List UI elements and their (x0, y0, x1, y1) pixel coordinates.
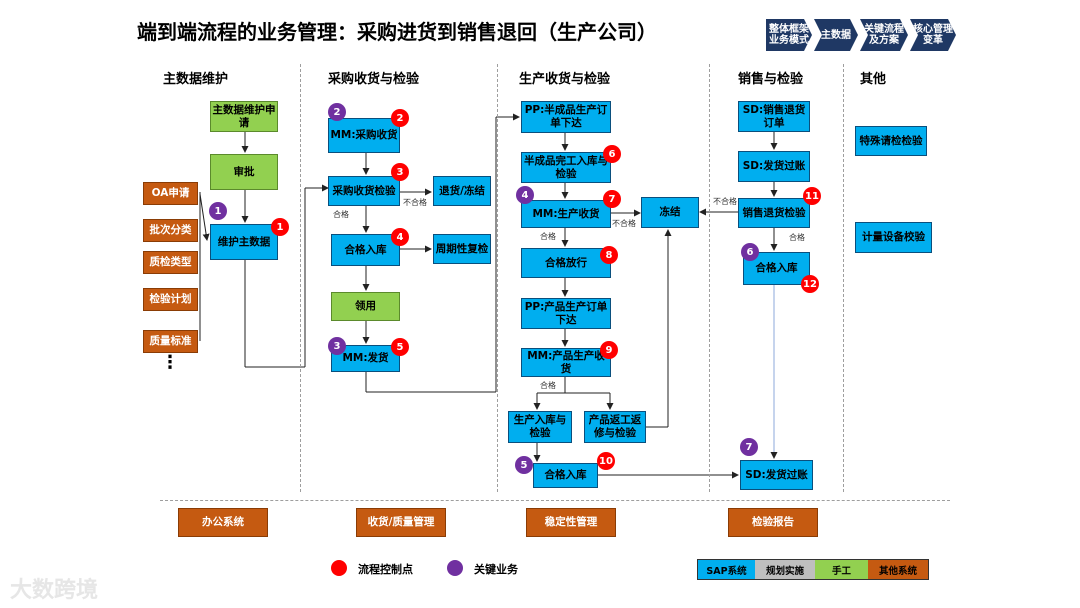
sd-goods-issue-box-2[interactable]: SD:发货过账 (740, 460, 813, 490)
control-point-badge-2: 2 (391, 109, 409, 127)
sales-return-inspection-box[interactable]: 销售退货检验 (738, 198, 810, 228)
control-point-badge-12: 12 (801, 275, 819, 293)
periodic-recheck-box[interactable]: 周期性复检 (433, 234, 491, 264)
legend-sap: SAP系统 (698, 560, 755, 579)
material-issue-box[interactable]: 领用 (331, 292, 400, 321)
system-legend-bar: SAP系统 规划实施 手工 其他系统 (697, 559, 929, 580)
approval-box[interactable]: 审批 (210, 154, 278, 190)
key-business-badge-4: 4 (516, 186, 534, 204)
sd-goods-issue-box[interactable]: SD:发货过账 (738, 151, 810, 182)
freeze-box[interactable]: 冻结 (641, 197, 699, 228)
qualified-storage-box[interactable]: 合格入库 (331, 234, 400, 266)
column-divider (497, 64, 498, 492)
key-business-badge-2: 2 (328, 103, 346, 121)
row-divider (160, 500, 950, 501)
maintain-master-data-box[interactable]: 维护主数据 (210, 224, 278, 260)
key-business-badge-1: 1 (209, 202, 227, 220)
production-storage-box[interactable]: 生产入库与检验 (508, 411, 572, 443)
column-purchase: 采购收货与检验 (328, 72, 420, 87)
equipment-calibration-box[interactable]: 计量设备校验 (855, 222, 932, 253)
system-stability-box[interactable]: 稳定性管理 (526, 508, 616, 537)
mm-purchase-receipt-box[interactable]: MM:采购收货 (328, 118, 400, 153)
inspection-plan-box[interactable]: 检验计划 (143, 288, 198, 311)
control-point-badge-1: 1 (271, 218, 289, 236)
key-business-badge-7: 7 (740, 438, 758, 456)
control-point-badge-4: 4 (391, 228, 409, 246)
fail-label: 不合格 (403, 198, 427, 207)
pass-label: 合格 (333, 210, 349, 219)
nav-step-key-process[interactable]: 关键流程及方案 (860, 19, 908, 51)
column-master-data: 主数据维护 (163, 72, 229, 87)
column-sales: 销售与检验 (738, 72, 804, 87)
legend-key-business-label: 关键业务 (474, 563, 518, 576)
legend-control-point-label: 流程控制点 (358, 563, 413, 576)
fail-label: 不合格 (612, 219, 636, 228)
mm-production-receipt-box[interactable]: MM:生产收货 (521, 200, 611, 228)
fail-label: 不合格 (713, 197, 737, 206)
control-point-badge-5: 5 (391, 338, 409, 356)
control-point-badge-3: 3 (391, 163, 409, 181)
pp-product-order-box[interactable]: PP:产品生产订单下达 (521, 298, 611, 329)
watermark-logo: 大数跨境 (10, 578, 99, 603)
column-other: 其他 (860, 72, 887, 87)
column-divider (300, 64, 301, 492)
qc-type-box[interactable]: 质检类型 (143, 251, 198, 274)
column-divider (843, 64, 844, 492)
pass-label: 合格 (540, 232, 556, 241)
key-business-badge-6: 6 (741, 243, 759, 261)
pass-label: 合格 (789, 233, 805, 242)
legend-manual: 手工 (815, 560, 868, 579)
purchase-inspection-box[interactable]: 采购收货检验 (328, 176, 400, 206)
legend-red-dot (331, 560, 347, 576)
return-freeze-box[interactable]: 退货/冻结 (433, 176, 491, 206)
control-point-badge-6: 6 (603, 145, 621, 163)
legend-purple-dot (447, 560, 463, 576)
nav-step-framework[interactable]: 整体框架业务模式 (766, 19, 812, 51)
column-divider (709, 64, 710, 492)
sd-return-order-box[interactable]: SD:销售退货订单 (738, 101, 810, 132)
control-point-badge-7: 7 (603, 190, 621, 208)
key-business-badge-5: 5 (515, 456, 533, 474)
oa-request-box[interactable]: OA申请 (143, 182, 198, 205)
page-title: 端到端流程的业务管理：采购进货到销售退回（生产公司） (137, 20, 657, 44)
key-business-badge-3: 3 (328, 337, 346, 355)
column-production: 生产收货与检验 (519, 72, 611, 87)
master-data-request-box[interactable]: 主数据维护申请 (210, 101, 278, 132)
control-point-badge-9: 9 (600, 341, 618, 359)
semi-finished-receipt-box[interactable]: 半成品完工入库与检验 (521, 152, 611, 183)
system-report-box[interactable]: 检验报告 (728, 508, 818, 537)
control-point-badge-11: 11 (803, 187, 821, 205)
control-point-badge-10: 10 (597, 452, 615, 470)
special-inspection-box[interactable]: 特殊请检检验 (855, 126, 927, 156)
system-receiving-quality-box[interactable]: 收货/质量管理 (356, 508, 446, 537)
more-ellipsis: ⋮ (161, 352, 179, 373)
pass-label: 合格 (540, 381, 556, 390)
legend-other: 其他系统 (868, 560, 928, 579)
qualified-release-box[interactable]: 合格放行 (521, 248, 611, 278)
batch-class-box[interactable]: 批次分类 (143, 219, 198, 242)
legend-planned: 规划实施 (755, 560, 815, 579)
system-office-box[interactable]: 办公系统 (178, 508, 268, 537)
control-point-badge-8: 8 (600, 246, 618, 264)
qualified-storage-box-2[interactable]: 合格入库 (533, 463, 598, 488)
mm-product-receipt-box[interactable]: MM:产品生产收货 (521, 348, 611, 377)
pp-semi-order-box[interactable]: PP:半成品生产订单下达 (521, 101, 611, 133)
rework-inspection-box[interactable]: 产品返工返修与检验 (584, 411, 646, 443)
quality-standard-box[interactable]: 质量标准 (143, 330, 198, 353)
